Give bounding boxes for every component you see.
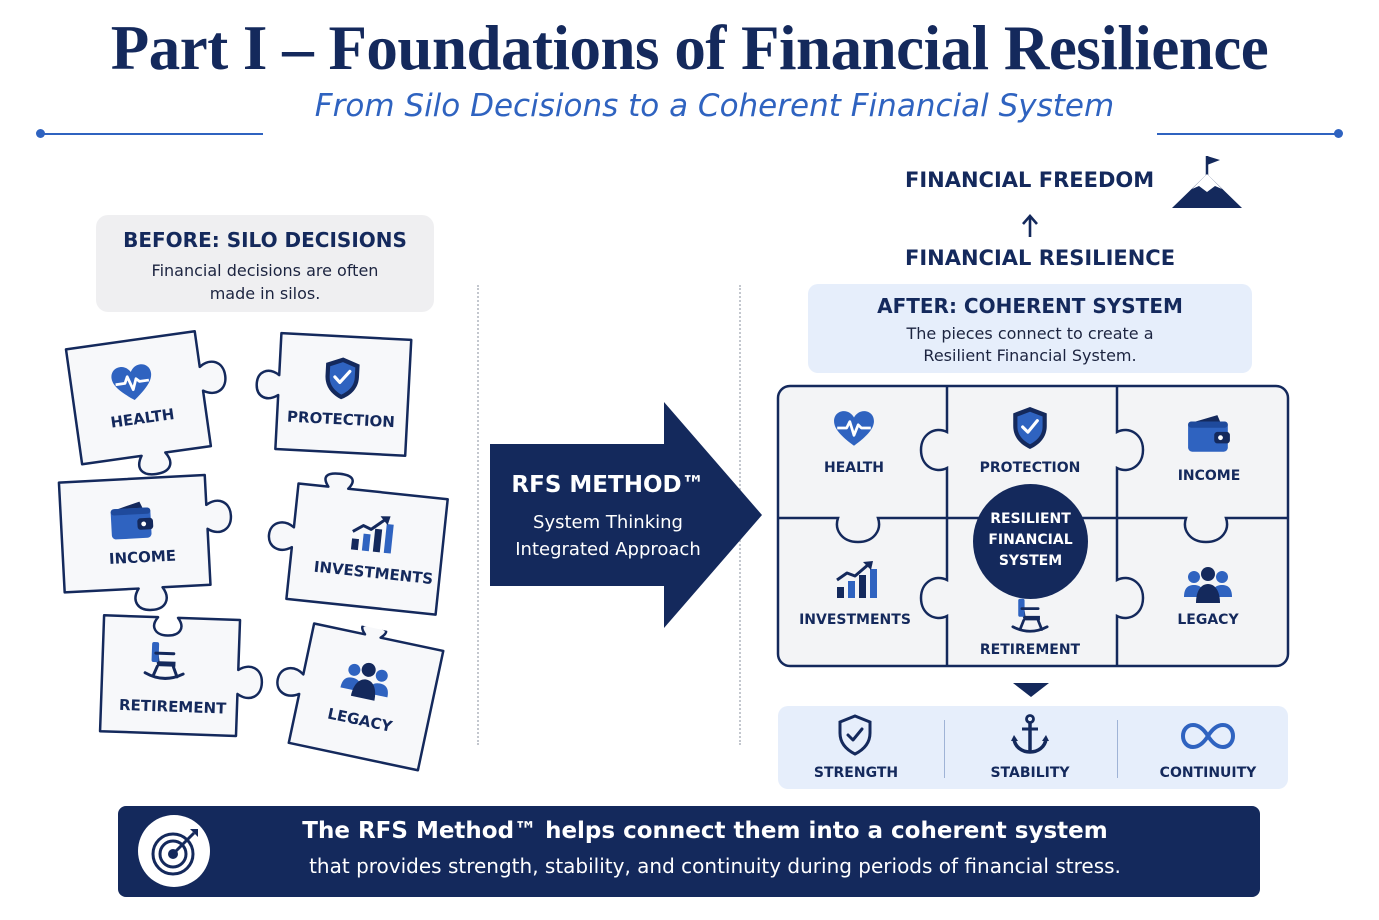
- target-icon: [151, 829, 198, 876]
- after-desc-line-2: Resilient Financial System.: [923, 346, 1137, 365]
- rfs-method-title: RFS METHOD™: [511, 472, 705, 498]
- page-title: Part I – Foundations of Financial Resili…: [110, 13, 1269, 83]
- shield-check-icon: [322, 355, 362, 401]
- puzzle-piece-shape: [57, 473, 233, 612]
- header-rule-left: [40, 133, 263, 135]
- after-desc-line-1: The pieces connect to create a: [906, 324, 1154, 343]
- benefit-divider: [1117, 720, 1118, 778]
- resilient-financial-system-badge: [973, 484, 1088, 599]
- rocking-chair-icon: [142, 639, 187, 683]
- family-icon: [1183, 566, 1233, 604]
- silo-piece-label: RETIREMENT: [118, 695, 227, 718]
- before-desc-line-1: Financial decisions are often: [151, 261, 379, 280]
- rfs-method-arrow: [490, 402, 762, 628]
- wallet-icon: [108, 500, 156, 542]
- grid-label-investments: INVESTMENTS: [799, 612, 911, 628]
- financial-freedom-label: FINANCIAL FREEDOM: [905, 168, 1155, 192]
- anchor-icon: [1010, 714, 1050, 756]
- silo-piece-label: INCOME: [108, 546, 177, 569]
- growth-chart-icon: [834, 560, 878, 600]
- banner-subline: that provides strength, stability, and c…: [309, 854, 1121, 878]
- benefit-label-stability: STABILITY: [990, 765, 1070, 781]
- center-line-2: FINANCIAL: [988, 532, 1073, 548]
- separator-left: [477, 285, 479, 745]
- header-rule-dot-right: [1334, 129, 1343, 138]
- heart-pulse-icon: [833, 410, 875, 448]
- puzzle-piece-shape: [64, 329, 227, 476]
- silo-piece-retirement: RETIREMENT: [94, 609, 268, 745]
- rfs-method-line-2: Integrated Approach: [515, 539, 701, 560]
- grid-label-legacy: LEGACY: [1177, 612, 1239, 628]
- silo-piece-protection: PROTECTION: [248, 326, 420, 474]
- after-callout: AFTER: COHERENT SYSTEM The pieces connec…: [808, 284, 1252, 373]
- silo-piece-health: HEALTH: [56, 315, 245, 487]
- banner-headline: The RFS Method™ helps connect them into …: [302, 818, 1108, 844]
- grid-label-retirement: RETIREMENT: [979, 642, 1081, 658]
- shield-check-icon: [1011, 406, 1049, 450]
- heart-pulse-icon: [109, 362, 156, 405]
- down-arrow-icon: [1013, 683, 1049, 697]
- benefit-label-continuity: CONTINUITY: [1159, 765, 1257, 781]
- rfs-method-line-1: System Thinking: [533, 512, 683, 533]
- grid-label-income: INCOME: [1177, 468, 1241, 484]
- wallet-icon: [1186, 414, 1232, 454]
- silo-piece-investments: INVESTMENTS: [255, 464, 460, 633]
- strength-shield-icon: [837, 714, 873, 756]
- before-description: Financial decisions are often made in si…: [96, 259, 434, 305]
- header-rule-right: [1157, 133, 1339, 135]
- header-rule-dot-left: [36, 129, 45, 138]
- center-line-1: RESILIENT: [990, 511, 1071, 527]
- rocking-chair-icon: [1010, 596, 1050, 634]
- before-title: BEFORE: SILO DECISIONS: [123, 228, 407, 252]
- page-subtitle: From Silo Decisions to a Coherent Financ…: [314, 88, 1115, 124]
- financial-resilience-label: FINANCIAL RESILIENCE: [905, 246, 1176, 270]
- silo-piece-legacy: LEGACY: [259, 610, 454, 782]
- grid-label-protection: PROTECTION: [979, 460, 1081, 476]
- mountain-flag-icon: [1172, 156, 1242, 208]
- before-callout: BEFORE: SILO DECISIONS Financial decisio…: [96, 215, 434, 312]
- after-description: The pieces connect to create a Resilient…: [808, 323, 1252, 367]
- arrow-up-icon: [1022, 214, 1038, 237]
- benefit-divider: [944, 720, 945, 778]
- summary-banner: [118, 806, 1260, 897]
- center-line-3: SYSTEM: [998, 553, 1063, 569]
- benefit-label-strength: STRENGTH: [813, 765, 899, 781]
- before-desc-line-2: made in silos.: [209, 284, 321, 303]
- silo-piece-income: INCOME: [54, 459, 242, 618]
- growth-chart-icon: [348, 511, 396, 555]
- grid-label-health: HEALTH: [824, 460, 884, 476]
- infinity-icon: [1181, 722, 1235, 750]
- after-title: AFTER: COHERENT SYSTEM: [877, 294, 1183, 318]
